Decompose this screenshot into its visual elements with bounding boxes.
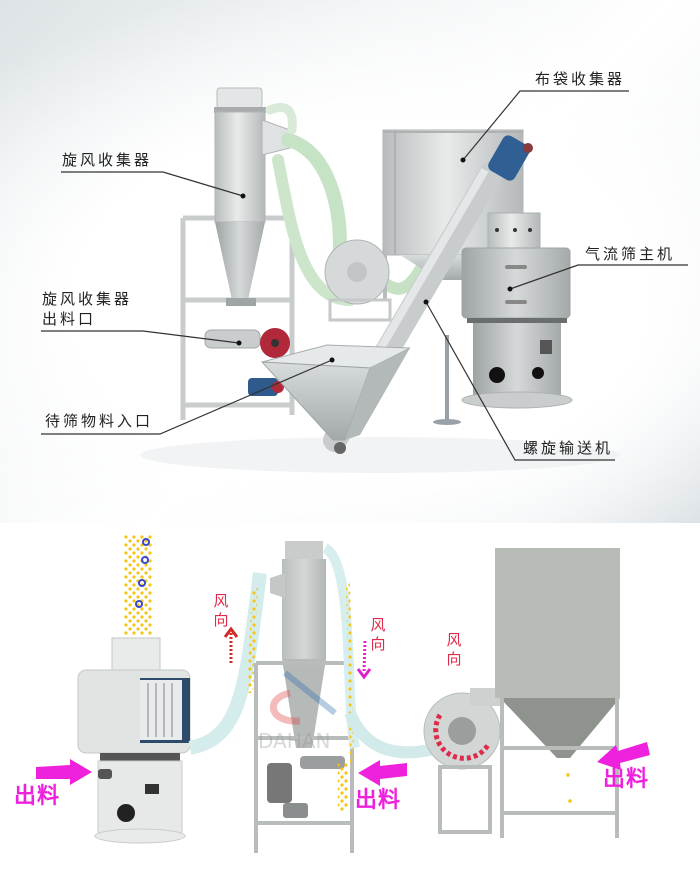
discharge-arrows xyxy=(36,742,650,786)
cyclone-unit xyxy=(254,541,354,853)
watermark-logo: DAHAN xyxy=(258,670,337,753)
cyclone-outlet-assembly xyxy=(204,328,290,396)
wind-arrows xyxy=(223,626,372,680)
bottom-schematic-panel: DAHAN 风向 风向 风向 出料 出料 出料 xyxy=(0,523,700,872)
top-photo-panel: 旋风收集器 布袋收集器 气流筛主机 旋风收集器 出料口 待筛物料入口 螺旋输送机 xyxy=(0,0,700,523)
feed-hopper xyxy=(260,344,411,454)
coarse-particles xyxy=(135,538,150,608)
callout-cyclone-collector: 旋风收集器 xyxy=(62,151,153,169)
blower-fan xyxy=(324,239,392,322)
discharge-label-cyclone: 出料 xyxy=(355,788,402,813)
callout-lines xyxy=(41,90,688,461)
feed-particles xyxy=(124,535,152,635)
airflow-sieve-main-body xyxy=(461,212,573,409)
callout-bag-collector: 布袋收集器 xyxy=(535,70,626,88)
airflow-sieve-unit xyxy=(77,637,191,844)
callout-feed-inlet: 待筛物料入口 xyxy=(45,412,154,430)
wind-direction-label-3: 风向 xyxy=(446,631,462,668)
discharge-label-sieve: 出料 xyxy=(14,784,61,809)
callout-dots xyxy=(236,157,513,363)
cyclone-discharge-particles xyxy=(338,763,348,811)
machine-photo-illustration xyxy=(41,87,688,473)
wind-direction-label-1: 风向 xyxy=(213,592,229,629)
flow-schematic-illustration: DAHAN xyxy=(36,535,650,853)
callout-cyclone-outlet-line2: 出料口 xyxy=(42,310,97,328)
bag-collector-unit xyxy=(495,548,620,838)
callout-airflow-sieve-main: 气流筛主机 xyxy=(585,245,676,263)
callout-cyclone-outlet-line1: 旋风收集器 xyxy=(42,290,133,308)
cyclone-collector-body xyxy=(214,87,291,306)
wind-direction-label-2: 风向 xyxy=(370,616,386,653)
watermark-text: DAHAN xyxy=(258,729,330,753)
discharge-label-bag-collector: 出料 xyxy=(603,767,650,792)
callout-screw-conveyor: 螺旋输送机 xyxy=(523,439,614,457)
blower-unit xyxy=(423,688,501,834)
